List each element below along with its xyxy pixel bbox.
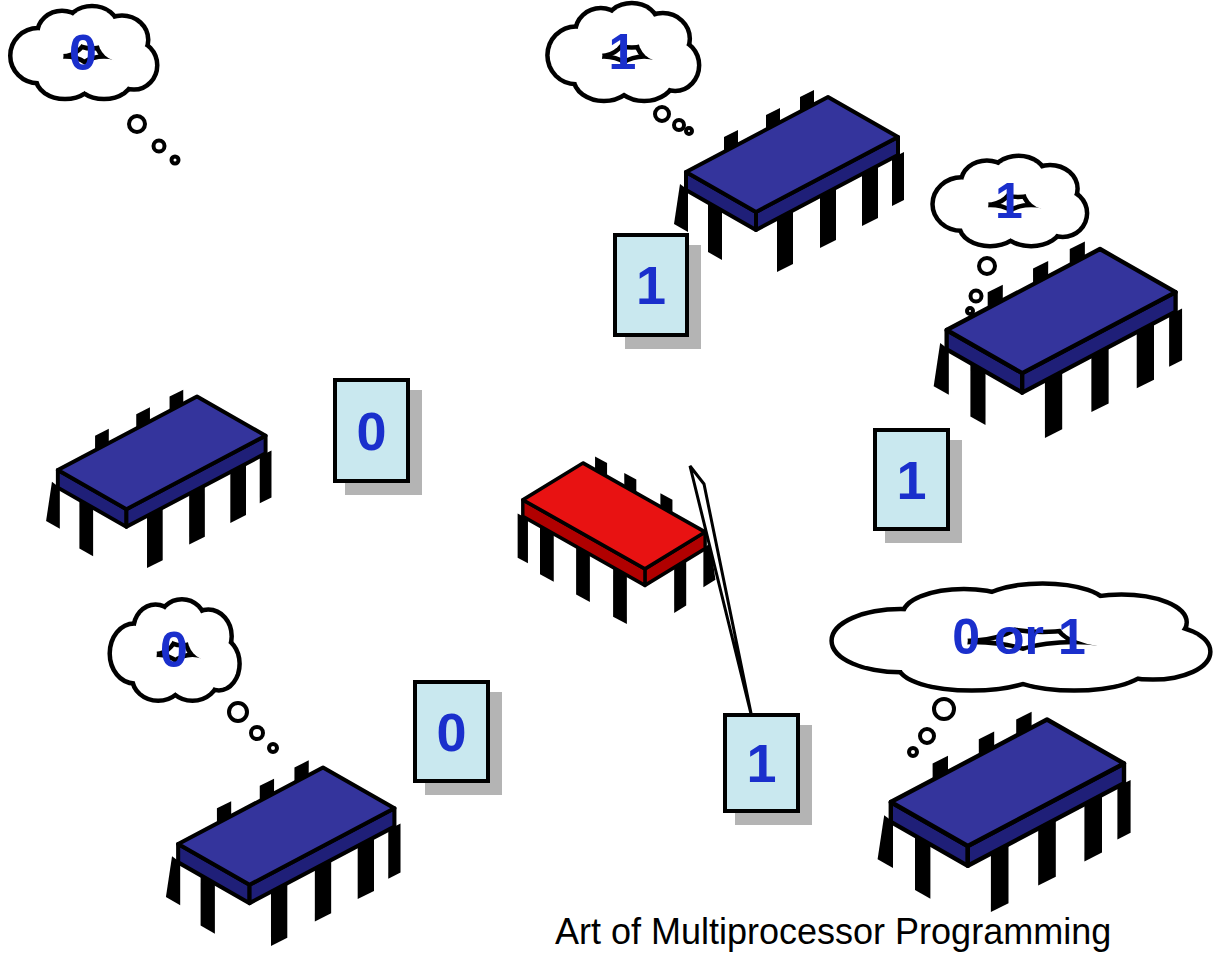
card-value: 0	[436, 705, 466, 759]
thought-value: 0	[69, 28, 97, 78]
thought-value: 1	[995, 176, 1023, 226]
thought-value: 0 or 1	[952, 612, 1085, 662]
thought-value: 1	[609, 27, 637, 77]
processor-chip	[934, 241, 1182, 438]
processor-chip	[674, 90, 904, 272]
value-card: 1	[613, 233, 689, 337]
processor-chip	[878, 712, 1131, 912]
value-card: 1	[873, 428, 950, 531]
thought-cloud-node: 1	[930, 155, 1088, 247]
card-value: 0	[356, 404, 386, 458]
value-card: 1	[723, 713, 800, 813]
thought-cloud-node: 1	[545, 2, 700, 102]
thought-cloud-node: 0 or 1	[822, 582, 1216, 692]
card-value: 1	[636, 258, 666, 312]
callout-pointer	[690, 466, 752, 718]
value-card: 0	[413, 680, 490, 783]
processor-chip	[166, 760, 401, 946]
faulty-processor-chip	[518, 457, 716, 624]
card-value: 1	[746, 736, 776, 790]
thought-cloud-node: 0	[108, 598, 240, 702]
card-value: 1	[896, 453, 926, 507]
thought-cloud-node: 0	[8, 5, 158, 100]
value-card: 0	[333, 378, 410, 483]
processor-chip	[46, 390, 271, 568]
thought-bubbles	[129, 107, 995, 756]
caption: Art of Multiprocessor Programming	[555, 911, 1111, 953]
thought-value: 0	[160, 625, 188, 675]
